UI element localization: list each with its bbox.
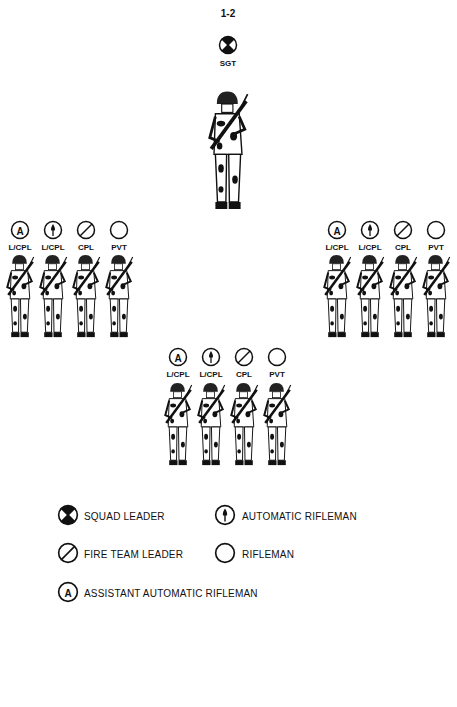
label-holder: A — [16, 221, 23, 239]
legend-entry: FIRE TEAM LEADER — [84, 544, 183, 562]
rank-label: L/CPL — [325, 243, 348, 252]
legend-entry: RIFLEMAN — [242, 544, 294, 562]
legend-text: AUTOMATIC RIFLEMAN — [242, 511, 357, 522]
rank-label: PVT — [428, 243, 444, 252]
rank-label: PVT — [111, 243, 127, 252]
legend-text: SQUAD LEADER — [84, 511, 165, 522]
label-holder: CPL — [395, 236, 411, 254]
rank-label: PVT — [269, 370, 285, 379]
figure-number: 1-2 — [221, 8, 235, 19]
label-holder: L/CPL — [41, 236, 64, 254]
label-holder: L/CPL — [166, 363, 189, 381]
symbol-letter: A — [16, 226, 23, 237]
symbol-letter: A — [333, 226, 340, 237]
legend-entry: AUTOMATIC RIFLEMAN — [242, 506, 357, 524]
label-holder: L/CPL — [358, 236, 381, 254]
label-holder: PVT — [269, 363, 285, 381]
label-holder: CPL — [78, 236, 94, 254]
symbol-letter: A — [64, 588, 71, 599]
rank-label: CPL — [236, 370, 252, 379]
rank-label: L/CPL — [199, 370, 222, 379]
label-holder: 1-2 — [221, 3, 235, 21]
label-holder: A — [333, 221, 340, 239]
label-holder: L/CPL — [8, 236, 31, 254]
rank-label: CPL — [78, 243, 94, 252]
legend-text: RIFLEMAN — [242, 549, 294, 560]
rank-label: L/CPL — [166, 370, 189, 379]
label-holder: A — [64, 583, 71, 601]
rank-label: L/CPL — [41, 243, 64, 252]
label-holder: A — [174, 348, 181, 366]
label-holder: SGT — [220, 52, 236, 70]
legend-entry: ASSISTANT AUTOMATIC RIFLEMAN — [84, 583, 258, 601]
label-holder: L/CPL — [199, 363, 222, 381]
rank-label: L/CPL — [358, 243, 381, 252]
label-holder: PVT — [111, 236, 127, 254]
rank-label: L/CPL — [8, 243, 31, 252]
rank-label: CPL — [395, 243, 411, 252]
legend-entry: SQUAD LEADER — [84, 506, 165, 524]
label-holder: CPL — [236, 363, 252, 381]
legend-text: ASSISTANT AUTOMATIC RIFLEMAN — [84, 588, 258, 599]
rank-label: SGT — [220, 59, 236, 68]
legend-text: FIRE TEAM LEADER — [84, 549, 183, 560]
label-holder: L/CPL — [325, 236, 348, 254]
symbol-letter: A — [174, 353, 181, 364]
label-holder: PVT — [428, 236, 444, 254]
